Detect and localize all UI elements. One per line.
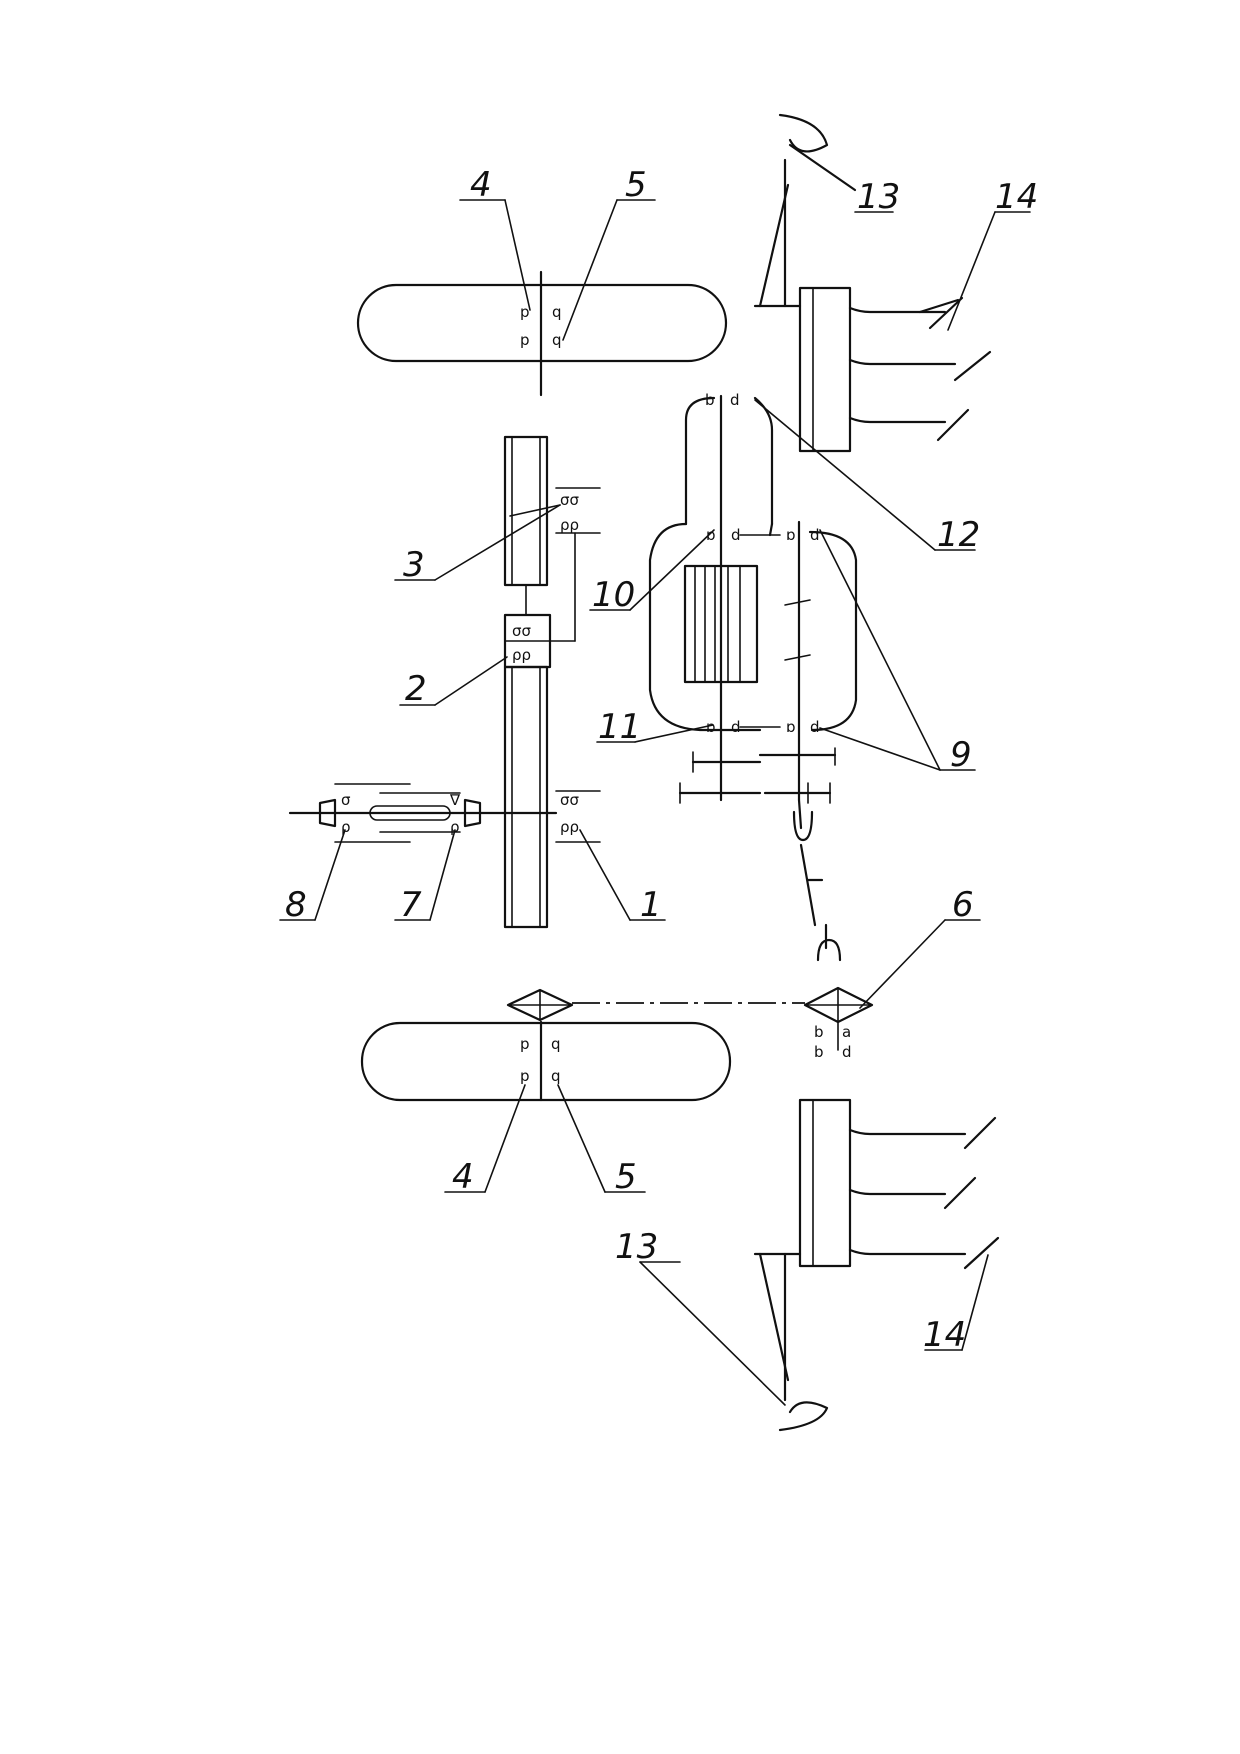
- svg-text:q: q: [552, 303, 562, 321]
- svg-text:ρ: ρ: [450, 818, 460, 836]
- svg-text:d: d: [731, 526, 741, 544]
- callout-8: 8: [285, 885, 307, 925]
- svg-text:ρρ: ρρ: [560, 818, 579, 836]
- callout-10: 10: [592, 575, 635, 615]
- chain-drive: b a b d: [506, 986, 874, 1061]
- svg-text:b: b: [814, 1023, 824, 1041]
- svg-text:p: p: [520, 331, 530, 349]
- callout-5-top: 5: [625, 165, 647, 205]
- svg-text:ɒ: ɒ: [706, 526, 716, 544]
- callout-4-bottom: 4: [452, 1157, 474, 1197]
- left-coupling-unit: σ ρ ∇ ρ: [318, 783, 482, 843]
- svg-text:d: d: [810, 718, 820, 736]
- callout-5-bottom: 5: [615, 1157, 637, 1197]
- callout-2: 2: [405, 669, 427, 709]
- right-transmission: b d ɒ d ɒ d ɒ d ɒ d: [648, 391, 858, 962]
- svg-text:b: b: [814, 1043, 824, 1061]
- top-right-implement: [753, 113, 992, 453]
- svg-text:p: p: [520, 1067, 530, 1085]
- top-wheel: p p q q: [356, 270, 728, 397]
- callout-14-top: 14: [995, 177, 1038, 217]
- svg-text:p: p: [520, 1035, 530, 1053]
- svg-text:σσ: σσ: [560, 491, 580, 509]
- bottom-wheel: p p q q: [360, 1020, 732, 1102]
- svg-text:ρ: ρ: [341, 818, 351, 836]
- svg-text:d: d: [810, 526, 820, 544]
- svg-text:ɒ: ɒ: [786, 526, 796, 544]
- svg-text:q: q: [551, 1067, 561, 1085]
- callout-4-top: 4: [470, 165, 492, 205]
- callout-1: 1: [640, 885, 662, 925]
- callout-13-bottom: 13: [615, 1227, 658, 1267]
- svg-text:q: q: [551, 1035, 561, 1053]
- svg-text:ρρ: ρρ: [512, 646, 531, 664]
- callout-labels: 4 5 13 14 3 12 10 2 11 9 8 7 1 6 4 5 13 …: [285, 165, 1038, 1355]
- svg-text:b: b: [705, 391, 715, 409]
- svg-text:a: a: [842, 1023, 851, 1041]
- svg-text:σσ: σσ: [512, 622, 532, 640]
- callout-9: 9: [950, 735, 972, 775]
- svg-text:ɒ: ɒ: [706, 718, 716, 736]
- bottom-right-implement: [753, 1098, 1000, 1432]
- leader-lines: [279, 199, 1031, 1406]
- callout-14-bottom: 14: [923, 1315, 966, 1355]
- svg-text:d: d: [731, 718, 741, 736]
- svg-text:ɒ: ɒ: [786, 718, 796, 736]
- svg-text:p: p: [520, 303, 530, 321]
- svg-text:ρρ: ρρ: [560, 516, 579, 534]
- svg-text:∇: ∇: [449, 791, 461, 809]
- svg-text:σσ: σσ: [560, 791, 580, 809]
- callout-3: 3: [403, 545, 425, 585]
- callout-7: 7: [400, 885, 422, 925]
- svg-text:d: d: [842, 1043, 852, 1061]
- svg-text:σ: σ: [341, 791, 351, 809]
- callout-11: 11: [598, 707, 641, 747]
- callout-12: 12: [937, 515, 980, 555]
- svg-text:d: d: [730, 391, 740, 409]
- callout-6: 6: [952, 885, 974, 925]
- callout-13-top: 13: [857, 177, 900, 217]
- svg-text:q: q: [552, 331, 562, 349]
